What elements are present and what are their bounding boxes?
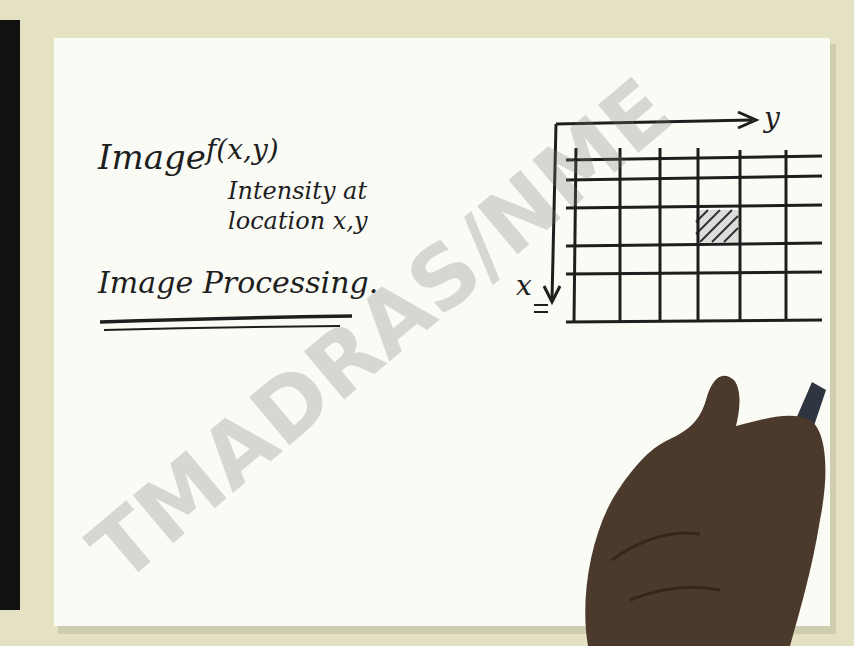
handwritten-word: Image [98, 136, 206, 179]
dark-edge [0, 20, 20, 610]
arrow-head [738, 112, 756, 128]
axis-label: x [516, 268, 532, 303]
hatched-pixel [696, 210, 738, 242]
axis-label: y [764, 100, 780, 135]
handwritten-note: Intensity at location x,y [228, 176, 418, 236]
arrow-head [544, 286, 560, 302]
tick-mark [534, 305, 548, 312]
handwritten-heading: Image Processing. [98, 264, 378, 302]
function-label: f(x,y) [206, 132, 279, 167]
hand-with-pen [585, 376, 826, 646]
